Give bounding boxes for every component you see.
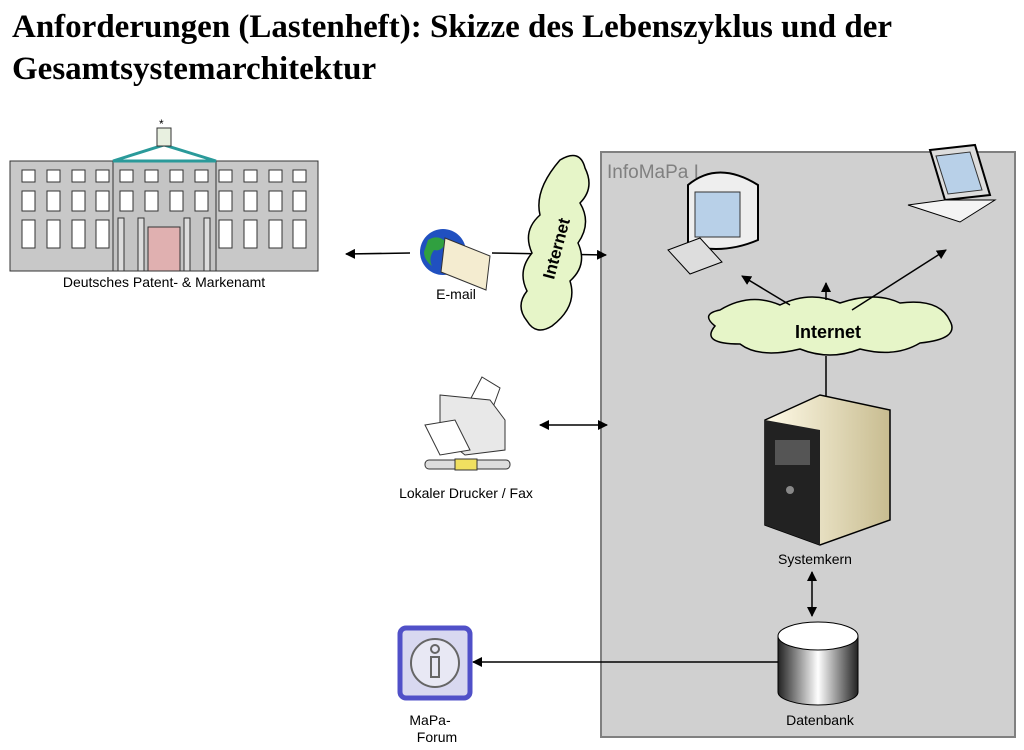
laptop-icon <box>907 143 997 223</box>
page-title: Anforderungen (Lastenheft): Skizze des L… <box>12 9 892 87</box>
email-label: E-mail <box>436 286 476 302</box>
printer-label: Lokaler Drucker / Fax <box>399 485 533 501</box>
internet-cloud-vertical: Internet <box>520 154 590 331</box>
forum-label-line2: Forum <box>417 729 457 745</box>
forum-label-line1: MaPa- <box>409 712 451 728</box>
internet-cloud-label: Internet <box>795 322 861 342</box>
email-globe-icon <box>420 229 491 291</box>
system-box-label: InfoMaPa I <box>607 162 699 183</box>
svg-text:*: * <box>159 117 164 131</box>
server-icon <box>764 394 891 546</box>
internet-cloud: Internet <box>707 296 953 356</box>
desktop-computer-icon <box>667 171 759 275</box>
database-icon <box>777 621 859 706</box>
server-label: Systemkern <box>778 551 852 567</box>
database-label: Datenbank <box>786 712 855 728</box>
building-icon: * <box>9 117 319 272</box>
printer-fax-icon <box>424 376 511 471</box>
dpma-label: Deutsches Patent- & Markenamt <box>63 274 265 290</box>
info-forum-icon[interactable] <box>397 625 473 701</box>
